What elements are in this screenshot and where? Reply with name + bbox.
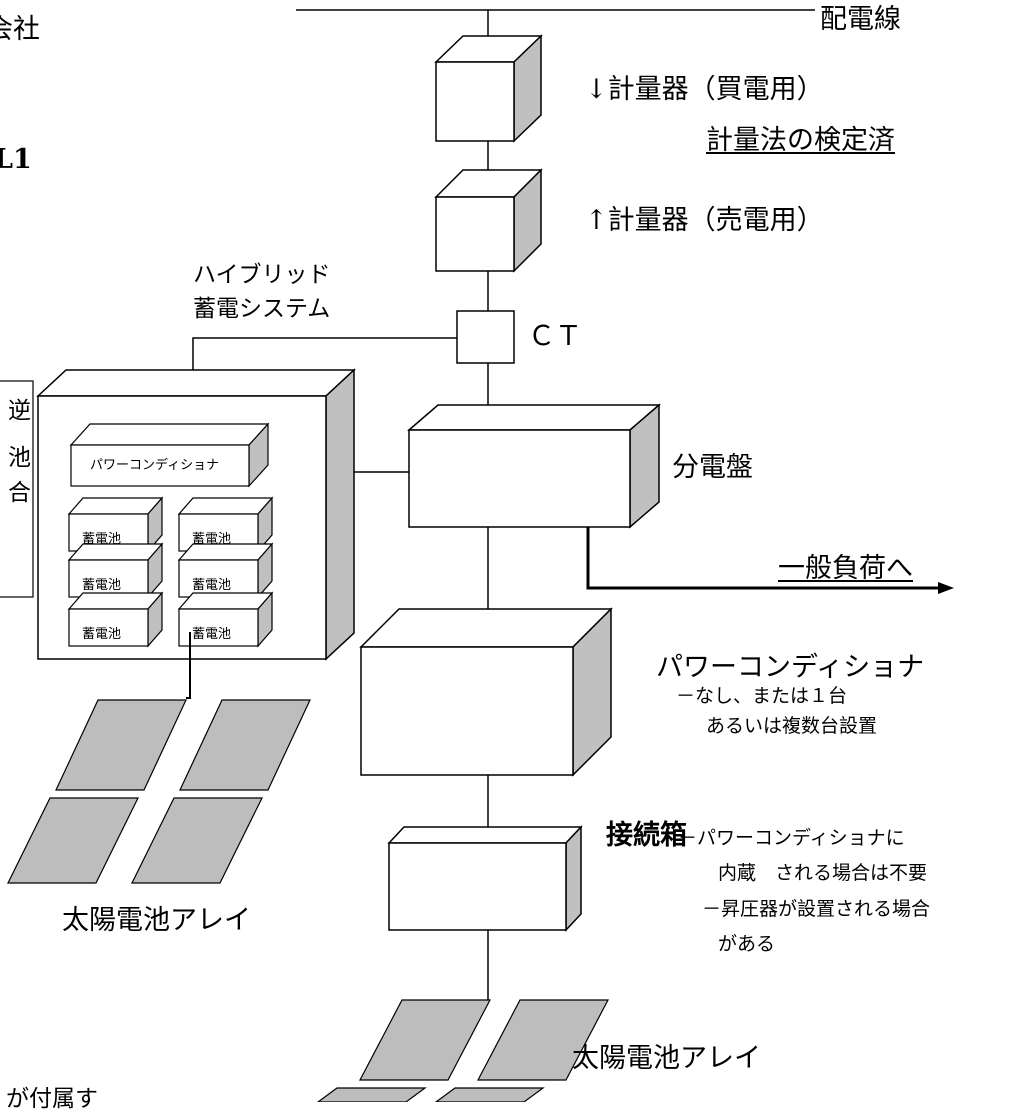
hybrid-title-line1: ハイブリッド	[193, 262, 331, 288]
meter-buy-box	[434, 34, 543, 143]
cropped-side-char-3: 合	[8, 480, 31, 506]
battery-box-3	[67, 542, 164, 599]
battery-box-4	[177, 542, 274, 599]
distribution-line-label: 配電線	[820, 4, 901, 35]
certified-label: 計量法の検定済	[706, 125, 895, 156]
junction-box	[387, 825, 583, 932]
pv-array-bottom	[316, 999, 609, 1102]
pv-array-bottom-label: 太陽電池アレイ	[572, 1043, 761, 1074]
battery-label-6: 蓄電池	[192, 627, 232, 642]
hybrid-title-line2: 蓄電システム	[193, 296, 331, 322]
cropped-bottom-left-text: が付属す	[6, 1086, 98, 1112]
pc-note-line2: あるいは複数台設置	[706, 715, 878, 737]
jb-note-line3: －昇圧器が設置される場合	[702, 898, 931, 920]
battery-label-2: 蓄電池	[192, 532, 232, 547]
jb-note-line4: がある	[718, 933, 776, 955]
battery-label-3: 蓄電池	[82, 578, 122, 593]
cropped-side-char-2: 池	[8, 445, 31, 471]
cropped-l1-text: L1	[0, 144, 32, 175]
general-load-arrow-line	[586, 527, 942, 590]
ct-box	[456, 310, 515, 364]
general-load-label: 一般負荷へ	[778, 553, 913, 584]
meter-sell-label: ↑計量器（売電用）	[585, 205, 824, 236]
power-conditioner-box	[359, 607, 613, 777]
battery-label-5: 蓄電池	[82, 627, 122, 642]
distribution-board-box	[406, 403, 662, 529]
battery-box-5	[67, 591, 164, 648]
battery-box-6	[177, 591, 274, 648]
inner-power-conditioner-box	[69, 422, 270, 488]
pv-array-left	[7, 699, 311, 884]
battery-label-4: 蓄電池	[192, 578, 232, 593]
jb-note-line2: 内蔵 される場合は不要	[718, 862, 928, 884]
inner-pc-label: パワーコンディショナ	[90, 458, 220, 473]
distribution-board-label: 分電盤	[672, 452, 753, 483]
battery-label-1: 蓄電池	[82, 532, 122, 547]
power-conditioner-label: パワーコンディショナ	[656, 652, 925, 683]
junction-box-label: 接続箱	[606, 820, 687, 851]
pv-array-left-label: 太陽電池アレイ	[62, 905, 251, 936]
battery-to-pv-line	[186, 632, 191, 699]
cropped-company-text: 会社	[0, 14, 40, 45]
ct-label: ＣＴ	[528, 321, 582, 352]
jb-note-line1: －パワーコンディショナに	[678, 827, 905, 849]
meter-sell-box	[434, 168, 543, 273]
ct-to-hybrid-line	[192, 337, 457, 370]
cropped-side-box	[0, 380, 34, 598]
pc-note-line1: －なし、または１台	[676, 685, 848, 707]
general-load-arrowhead	[938, 582, 954, 594]
meter-buy-label: ↓計量器（買電用）	[585, 74, 824, 105]
cropped-side-char-1: 逆	[8, 398, 31, 424]
